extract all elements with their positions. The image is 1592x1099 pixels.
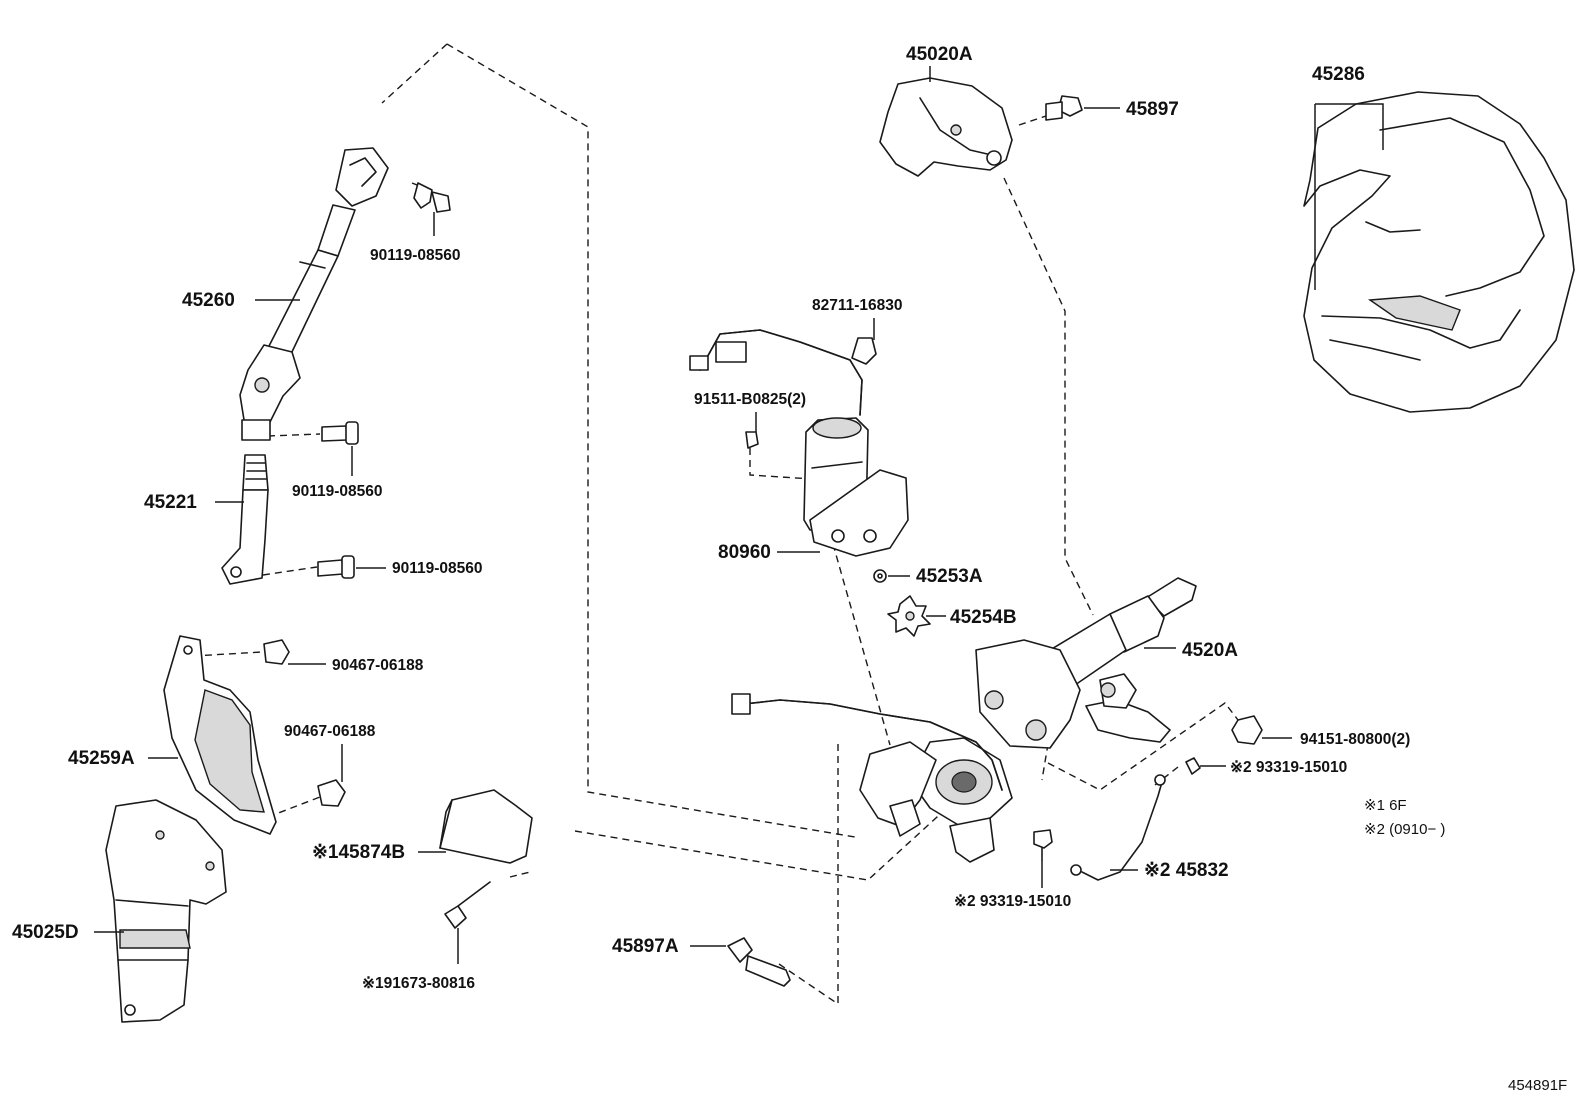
- label-45874B: ※145874B: [312, 842, 405, 863]
- leader-lines: [94, 66, 1384, 964]
- label-4520A: 4520A: [1182, 640, 1238, 661]
- intermediate-shaft-45260: [239, 147, 389, 441]
- label-45897A: 45897A: [612, 936, 679, 957]
- clip-90467-b: [317, 779, 346, 807]
- column-cover-45259A: [163, 635, 277, 835]
- label-91511: 91511-B0825(2): [694, 391, 806, 408]
- label-45286: 45286: [1312, 64, 1365, 85]
- label-80960: 80960: [718, 542, 771, 563]
- label-93319-b: ※2 93319-15010: [954, 893, 1071, 910]
- lower-shaft-45221: [221, 454, 269, 585]
- bolt-91511: [745, 431, 759, 449]
- bolt-90119-c: [317, 559, 344, 577]
- screw-45897: [1045, 95, 1083, 121]
- label-90119-b: 90119-08560: [292, 483, 383, 500]
- label-45221: 45221: [144, 492, 197, 513]
- bolt-group-left: [263, 182, 451, 807]
- label-90467-a: 90467-06188: [332, 657, 424, 674]
- label-90119-a: 90119-08560: [370, 247, 461, 264]
- label-91673: ※191673-80816: [362, 975, 475, 992]
- label-94151: 94151-80800(2): [1300, 731, 1410, 748]
- bolt-91673: [444, 905, 467, 929]
- lock-housing-45020A: [879, 77, 1013, 177]
- bolt-90119-b: [321, 425, 348, 442]
- screw-93319-a: [1185, 757, 1201, 775]
- label-82711: 82711-16830: [812, 297, 903, 314]
- ground-wire-45832: [1070, 774, 1166, 881]
- clip-82711: [851, 337, 877, 365]
- label-45260: 45260: [182, 290, 235, 311]
- footnotes: ※1 6F ※2 (0910− ): [1364, 797, 1445, 838]
- note-1: ※1 6F: [1364, 797, 1407, 814]
- column-harness: [731, 693, 1003, 791]
- motor-80960: [745, 417, 909, 557]
- label-45254B: 45254B: [950, 607, 1017, 628]
- label-45020A: 45020A: [906, 44, 973, 65]
- label-93319-a: ※2 93319-15010: [1230, 759, 1347, 776]
- label-90467-b: 90467-06188: [284, 723, 376, 740]
- clip-90467-a: [263, 639, 290, 665]
- column-cover-45286: [1303, 91, 1575, 413]
- bolt-45897A: [727, 937, 791, 987]
- steering-column-4520A: [859, 577, 1197, 863]
- label-45897: 45897: [1126, 99, 1179, 120]
- label-45832: ※2 45832: [1144, 860, 1229, 881]
- bracket-45874B: [439, 789, 533, 929]
- diagram-id: 454891F: [1508, 1077, 1567, 1094]
- steering-boot-45025D: [105, 799, 227, 1023]
- note-2: ※2 (0910− ): [1364, 821, 1445, 838]
- gear-45253A: [873, 569, 887, 583]
- part-labels: 45020A 45897 45286 45260 90119-08560 901…: [12, 44, 1410, 992]
- label-45253A: 45253A: [916, 566, 983, 587]
- harness-82711: [689, 329, 877, 416]
- label-45025D: 45025D: [12, 922, 79, 943]
- label-45259A: 45259A: [68, 748, 135, 769]
- gear-45254B: [887, 595, 931, 637]
- nut-94151: [1231, 715, 1263, 745]
- label-90119-c: 90119-08560: [392, 560, 483, 577]
- bolt-90119-a: [413, 182, 433, 209]
- screw-93319-b: [1033, 829, 1053, 861]
